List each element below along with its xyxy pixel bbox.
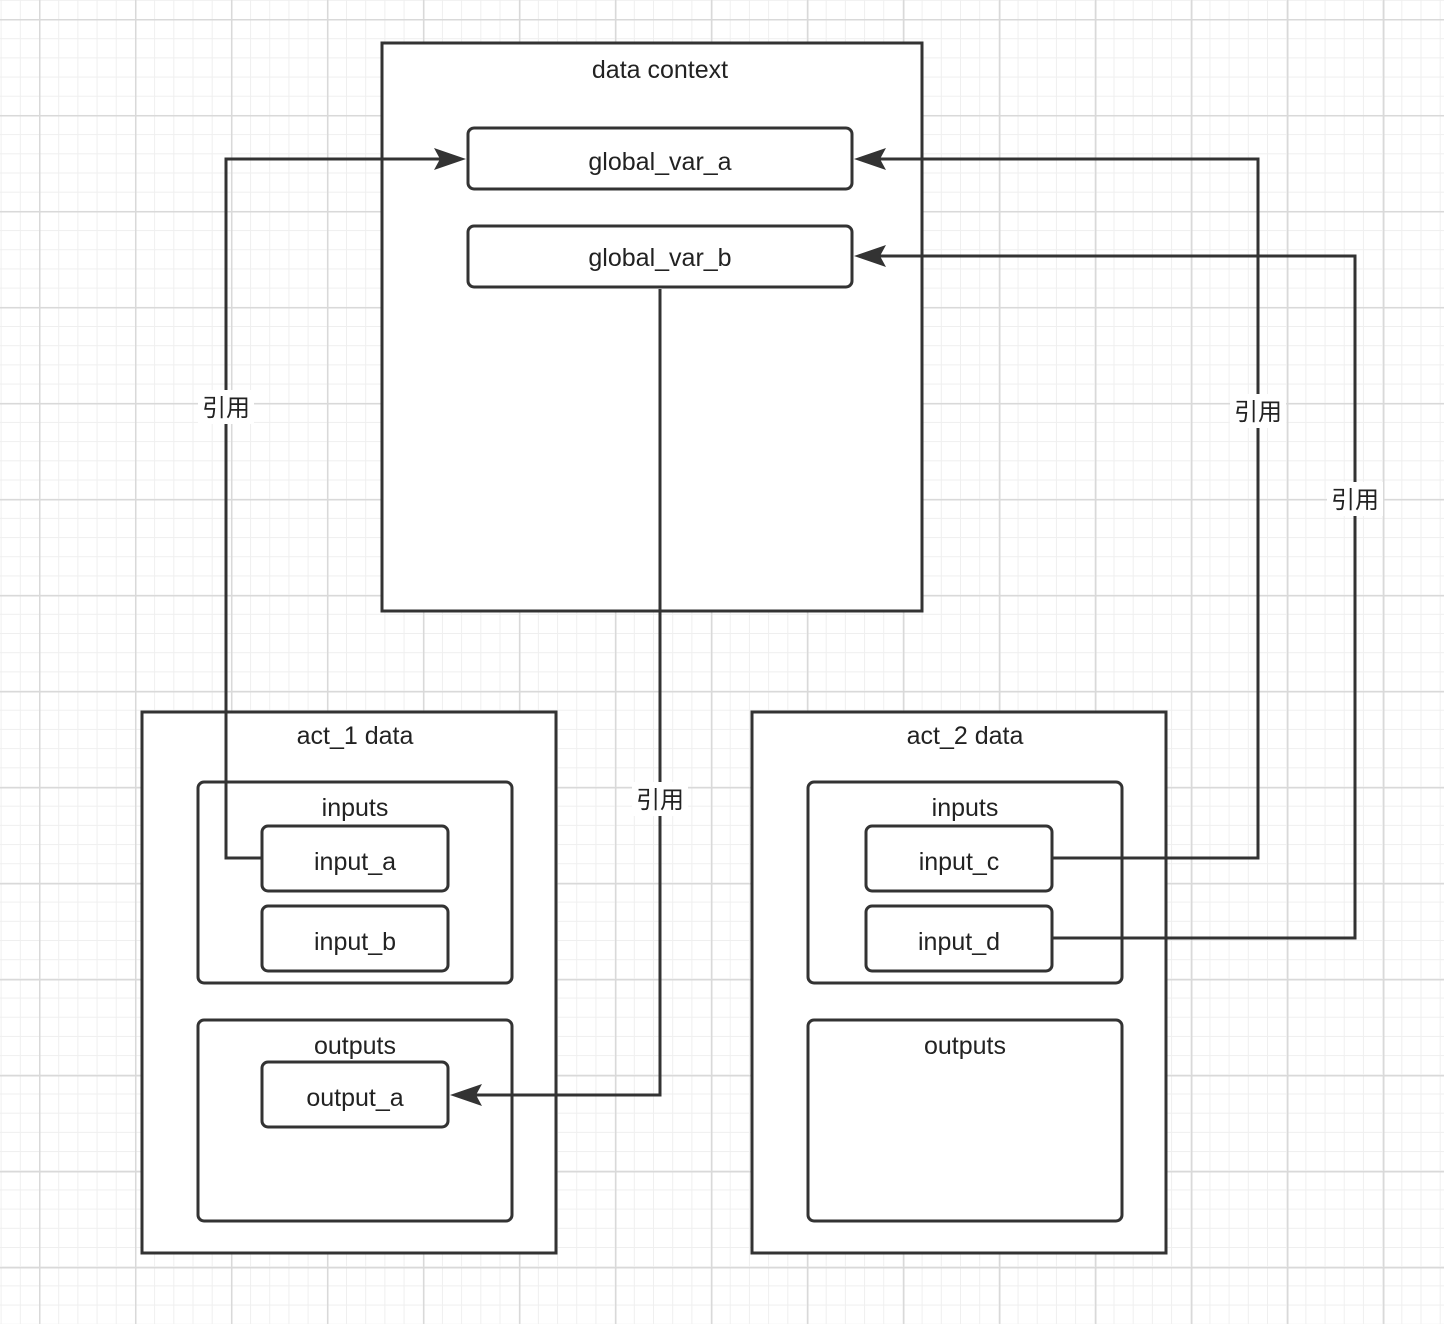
arrowhead (434, 148, 466, 170)
output-a-box[interactable]: output_a (260, 1060, 450, 1129)
input-a-box[interactable]: input_a (260, 824, 450, 893)
act-2-outputs-group[interactable]: outputs (806, 1018, 1124, 1223)
edge-label-input-a: 引用 (202, 394, 250, 422)
global-var-a-box[interactable]: global_var_a (466, 126, 854, 191)
act-1-outputs-title: outputs (314, 1032, 396, 1060)
arrowhead (854, 245, 886, 267)
act-2-data-title: act_2 data (907, 722, 1024, 750)
act-1-data-title: act_1 data (297, 722, 414, 750)
edge-input-c-to-global-var-a[interactable]: 引用 (854, 148, 1286, 860)
edge-input-a-to-global-var-a[interactable]: 引用 (198, 148, 466, 860)
act-2-inputs-title: inputs (932, 794, 999, 822)
input-b-box[interactable]: input_b (260, 904, 450, 973)
input-d-box[interactable]: input_d (864, 904, 1054, 973)
edge-label-input-c: 引用 (1234, 398, 1282, 426)
edge-global-var-b-to-output-a[interactable]: 引用 (450, 289, 688, 1106)
global-var-b-box[interactable]: global_var_b (466, 224, 854, 289)
output-a-label: output_a (306, 1084, 403, 1112)
act-1-inputs-title: inputs (322, 794, 389, 822)
global-var-a-label: global_var_a (588, 148, 731, 176)
input-b-label: input_b (314, 928, 396, 956)
edge-label-output-a: 引用 (636, 786, 684, 814)
act-2-outputs-title: outputs (924, 1032, 1006, 1060)
global-var-b-label: global_var_b (588, 244, 731, 272)
input-c-label: input_c (919, 848, 1000, 876)
input-a-label: input_a (314, 848, 396, 876)
arrowhead (854, 148, 886, 170)
edge-label-input-d: 引用 (1331, 486, 1379, 514)
input-d-label: input_d (918, 928, 1000, 956)
data-context-title: data context (592, 56, 728, 84)
edge-input-d-to-global-var-b[interactable]: 引用 (854, 245, 1383, 940)
arrowhead (450, 1084, 482, 1106)
input-c-box[interactable]: input_c (864, 824, 1054, 893)
